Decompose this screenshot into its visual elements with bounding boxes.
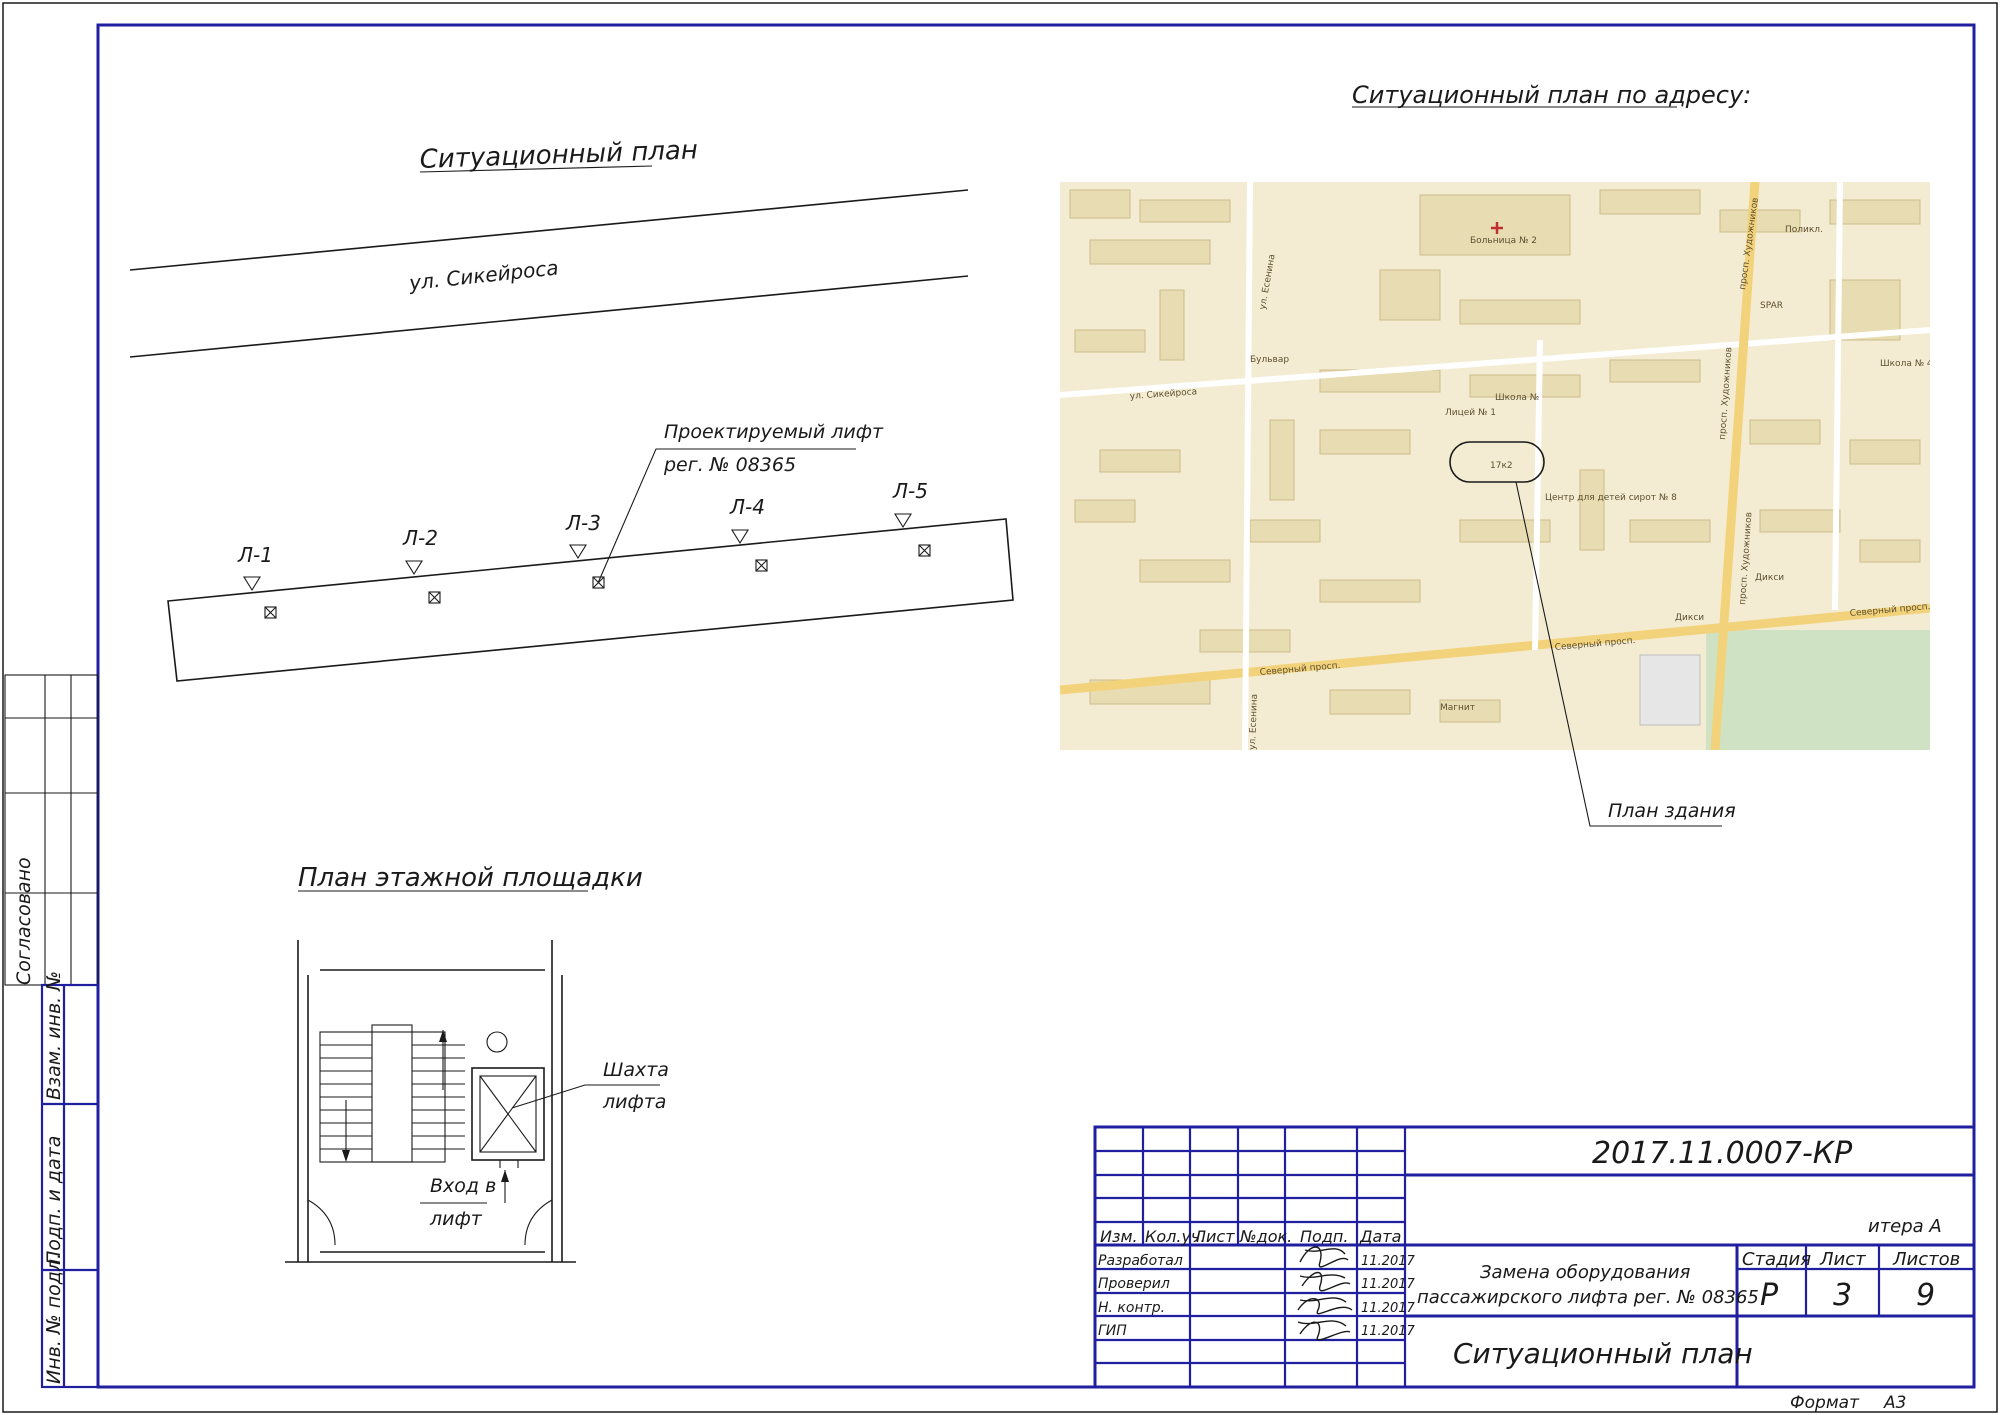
hdr-kol: Кол.уч. <box>1145 1227 1205 1246</box>
map-boulevard: Бульвар <box>1250 355 1289 365</box>
floor-plan: План этажной площадки <box>285 863 669 1263</box>
hospital-icon <box>1491 222 1503 234</box>
work-title-2: пассажирского лифта рег. № 08365 <box>1417 1287 1759 1308</box>
role-norm-control: Н. контр. <box>1098 1300 1165 1316</box>
format-label: Формат <box>1790 1393 1860 1413</box>
map-lyceum: Лицей № 1 <box>1445 408 1496 418</box>
svg-text:Л-4: Л-4 <box>729 495 765 519</box>
svg-text:Л-2: Л-2 <box>402 526 438 550</box>
hdr-doc: №док. <box>1239 1227 1292 1246</box>
map-spar: SPAR <box>1760 301 1783 311</box>
date-3: 11.2017 <box>1361 1301 1415 1316</box>
object-name-tail: итера А <box>1868 1216 1942 1237</box>
svg-text:Л-3: Л-3 <box>565 511 601 535</box>
map-building-17k2: 17к2 <box>1490 461 1513 471</box>
sheet-header: Лист <box>1819 1249 1866 1270</box>
map-orphans: Центр для детей сирот № 8 <box>1545 493 1677 503</box>
street-edge-top <box>129 189 969 271</box>
lift-marker-5: Л-5 <box>892 479 931 557</box>
side-stamps: Согласовано Взам. инв. № Подп. и дата Ин… <box>4 674 100 1389</box>
location-map: ул. Сикейроса Северный просп. Северный п… <box>1060 182 1933 827</box>
side-sign-date: Подп. и дата <box>43 1136 65 1265</box>
projected-lift-leader <box>597 448 856 584</box>
lift-marker-4: Л-4 <box>729 495 768 572</box>
map-park <box>1706 630 1930 750</box>
stage-value: Р <box>1760 1278 1779 1313</box>
projected-lift-reg: рег. № 08365 <box>663 454 796 476</box>
title-block: Изм. Кол.уч. Лист №док. Подп. Дата Разра… <box>1093 1125 1976 1389</box>
sheet-title: Ситуационный план <box>1453 1337 1753 1370</box>
shaft-leader <box>511 1084 660 1109</box>
side-replace-inv: Взам. инв. № <box>43 971 65 1100</box>
building-callout-label: План здания <box>1608 800 1736 822</box>
map-esenina-2: ул. Есенина <box>1248 694 1260 750</box>
map-street-sikeirosa: ул. Сикейроса <box>1130 387 1198 402</box>
street-name: ул. Сикейроса <box>407 255 560 295</box>
date-4: 11.2017 <box>1361 1324 1415 1339</box>
side-inv-orig: Инв. № подл. <box>43 1253 65 1384</box>
street-edge-bottom <box>129 275 969 358</box>
project-code: 2017.11.0007-КР <box>1592 1136 1853 1171</box>
entry-label-2: лифт <box>429 1208 483 1230</box>
situational-plan-title: Ситуационный план <box>419 135 698 175</box>
role-checker: Проверил <box>1098 1276 1170 1292</box>
shaft-label-1: Шахта <box>603 1059 669 1081</box>
format-value: А3 <box>1883 1393 1906 1413</box>
lift-marker-3: Л-3 <box>565 511 605 589</box>
stage-header: Стадия <box>1742 1249 1811 1270</box>
sheets-value: 9 <box>1916 1278 1935 1313</box>
lift-marker-1: Л-1 <box>237 543 277 619</box>
map-polyclinic: Поликл. <box>1785 225 1823 235</box>
building-highlight <box>1449 441 1545 483</box>
projected-lift-label: Проектируемый лифт <box>664 421 884 443</box>
lift-shaft <box>471 1067 545 1161</box>
hdr-date: Дата <box>1359 1227 1401 1246</box>
map-dixy-1: Дикси <box>1675 613 1704 623</box>
sheets-header: Листов <box>1892 1249 1960 1270</box>
hdr-list: Лист <box>1193 1227 1235 1246</box>
lift-marker-2: Л-2 <box>402 526 441 604</box>
work-title-1: Замена оборудования <box>1480 1262 1691 1283</box>
hdr-sign: Подп. <box>1300 1227 1348 1246</box>
signatures <box>1297 1246 1353 1341</box>
sheet-value: 3 <box>1833 1278 1852 1313</box>
map-hospital: Больница № 2 <box>1470 236 1537 246</box>
situational-plan: Ситуационный план ул. Сикейроса Проектир… <box>129 135 1014 682</box>
map-roads <box>1060 182 1930 750</box>
map-dixy-2: Дикси <box>1755 573 1784 583</box>
side-agreed: Согласовано <box>13 857 35 985</box>
hdr-izm: Изм. <box>1100 1227 1138 1246</box>
shaft-label-2: лифта <box>602 1091 666 1113</box>
role-developer: Разработал <box>1098 1253 1183 1269</box>
stair-treads <box>320 1044 465 1150</box>
svg-text:Л-5: Л-5 <box>892 479 928 503</box>
map-magnit: Магнит <box>1440 703 1475 713</box>
address-plan-title: Ситуационный план по адресу: <box>1352 81 1751 109</box>
date-2: 11.2017 <box>1361 1277 1415 1292</box>
map-school4: Школа № 4 <box>1880 359 1933 369</box>
building-outline <box>167 518 1014 682</box>
map-buildings <box>1069 189 1921 726</box>
building-callout-leader <box>1515 481 1722 827</box>
role-chief-engineer: ГИП <box>1098 1323 1127 1339</box>
svg-text:Л-1: Л-1 <box>237 543 273 567</box>
map-school: Школа № <box>1495 393 1539 403</box>
date-1: 11.2017 <box>1361 1254 1415 1269</box>
floor-plan-title: План этажной площадки <box>298 863 643 893</box>
entry-label-1: Вход в <box>430 1175 496 1197</box>
